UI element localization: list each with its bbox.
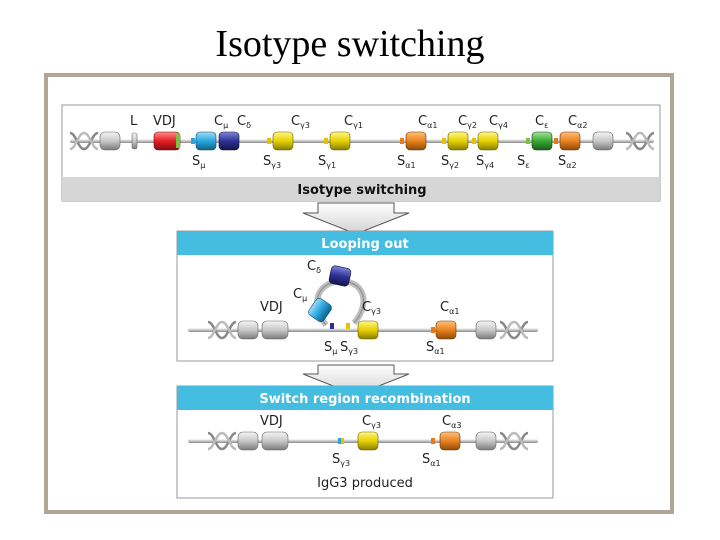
vdj-j-end: [176, 134, 180, 148]
looping-panel-header: [177, 231, 553, 255]
c-gamma1-segment: [329, 131, 351, 151]
gray-segment: [237, 320, 259, 340]
label-s-alpha1: Sα1: [422, 452, 441, 468]
switch-region-gamma4: [472, 138, 476, 144]
down-arrow-1: [302, 202, 410, 235]
label-c-gamma1: Cγ1: [344, 114, 363, 130]
switch-region-gamma1: [324, 138, 328, 144]
switch-region-alpha1: [431, 438, 435, 444]
label-c-mu: Cμ: [293, 287, 307, 303]
switch-region-hybrid-mu: [338, 438, 341, 444]
c-alpha2-segment: [559, 131, 581, 151]
label-c-gamma4: Cγ4: [489, 114, 508, 130]
gray-segment: [475, 431, 497, 451]
gray-segment: [475, 320, 497, 340]
dna-helix-right: [499, 320, 529, 340]
looping-panel-title: Looping out: [321, 237, 408, 252]
switch-region-gamma3: [341, 438, 344, 444]
gray-segment: [99, 131, 121, 151]
switch-region-alpha1: [400, 138, 404, 144]
label-c-mu: Cμ: [214, 114, 228, 130]
c-delta-segment: [218, 131, 240, 151]
label-s-epsilon: Sε: [517, 154, 530, 170]
dna-helix-right: [499, 431, 529, 451]
label-c-gamma3: Cγ3: [291, 114, 310, 130]
label-c-alpha1: Cα1: [440, 300, 459, 316]
label-vdj: VDJ: [260, 414, 283, 429]
label-s-gamma3: Sγ3: [332, 452, 350, 468]
switch-region-mu: [191, 138, 195, 144]
label-c-gamma3: Cγ3: [362, 414, 381, 430]
gray-segment: [592, 131, 614, 151]
recombination-panel-header: [177, 386, 553, 410]
dna-helix-right: [625, 131, 655, 151]
switch-region-gamma3: [267, 138, 271, 144]
label-vdj: VDJ: [153, 114, 176, 129]
germline-panel-title: Isotype switching: [297, 183, 426, 198]
label-s-mu: Sμ: [192, 154, 205, 170]
label-c-delta: Cδ: [307, 259, 321, 275]
label-c-alpha3: Cα3: [442, 414, 461, 430]
c-gamma2-segment: [447, 131, 469, 151]
c-delta-segment: [328, 265, 352, 287]
c-mu-segment: [195, 131, 217, 151]
c-mu-segment: [308, 297, 332, 323]
leader-segment: [131, 132, 138, 150]
switch-region-gamma2: [442, 138, 446, 144]
vdj-segment: [261, 320, 289, 340]
label-c-gamma2: Cγ2: [458, 114, 477, 130]
dna-helix-left: [207, 431, 237, 451]
label-s-alpha2: Sα2: [558, 154, 577, 170]
slide-title: Isotype switching: [215, 23, 485, 65]
c-alpha1-segment: [405, 131, 427, 151]
label-s-gamma4: Sγ4: [476, 154, 494, 170]
label-leader: L: [130, 114, 138, 129]
looping-panel: Looping out Cδ Cμ VDJ Cγ3 Cα1 Sμ: [176, 230, 554, 362]
figure-frame: Isotype switching L: [44, 73, 674, 514]
c-gamma4-segment: [477, 131, 499, 151]
label-c-delta: Cδ: [237, 114, 251, 130]
label-s-gamma1: Sγ1: [318, 154, 336, 170]
c-gamma3-segment: [357, 320, 379, 340]
label-s-alpha1: Sα1: [397, 154, 416, 170]
gray-segment: [237, 431, 259, 451]
c-gamma3-segment: [357, 431, 379, 451]
switch-region-epsilon: [526, 138, 530, 144]
label-vdj: VDJ: [260, 300, 283, 315]
label-s-gamma3: Sγ3: [263, 154, 281, 170]
igg3-caption: IgG3 produced: [317, 476, 413, 491]
diagram-canvas: Isotype switching L: [61, 104, 661, 499]
down-arrow-2: [302, 364, 410, 396]
germline-panel: Isotype switching L: [61, 104, 661, 202]
label-c-alpha1: Cα1: [418, 114, 437, 130]
c-alpha1-segment: [435, 320, 457, 340]
switch-region-alpha2: [554, 138, 558, 144]
dna-helix-left: [69, 131, 99, 151]
c-gamma3-segment: [272, 131, 294, 151]
label-c-epsilon: Cε: [535, 114, 548, 130]
label-s-alpha1: Sα1: [426, 340, 445, 356]
label-s-gamma3: Sγ3: [340, 340, 358, 356]
label-s-gamma2: Sγ2: [441, 154, 459, 170]
switch-region-mu: [330, 323, 334, 329]
germline-panel-footer: [62, 177, 660, 201]
recombination-panel: Switch region recombination VDJ Cγ3 Cα3 …: [176, 385, 554, 499]
label-c-alpha2: Cα2: [568, 114, 587, 130]
vdj-segment: [261, 431, 289, 451]
c-alpha-segment: [439, 431, 461, 451]
label-c-gamma3: Cγ3: [362, 300, 381, 316]
switch-region-alpha1: [431, 327, 435, 333]
dna-helix-left: [207, 320, 237, 340]
switch-region-gamma3: [346, 323, 350, 329]
c-epsilon-segment: [531, 131, 553, 151]
recombination-panel-title: Switch region recombination: [259, 392, 470, 407]
label-s-mu: Sμ: [324, 340, 337, 356]
